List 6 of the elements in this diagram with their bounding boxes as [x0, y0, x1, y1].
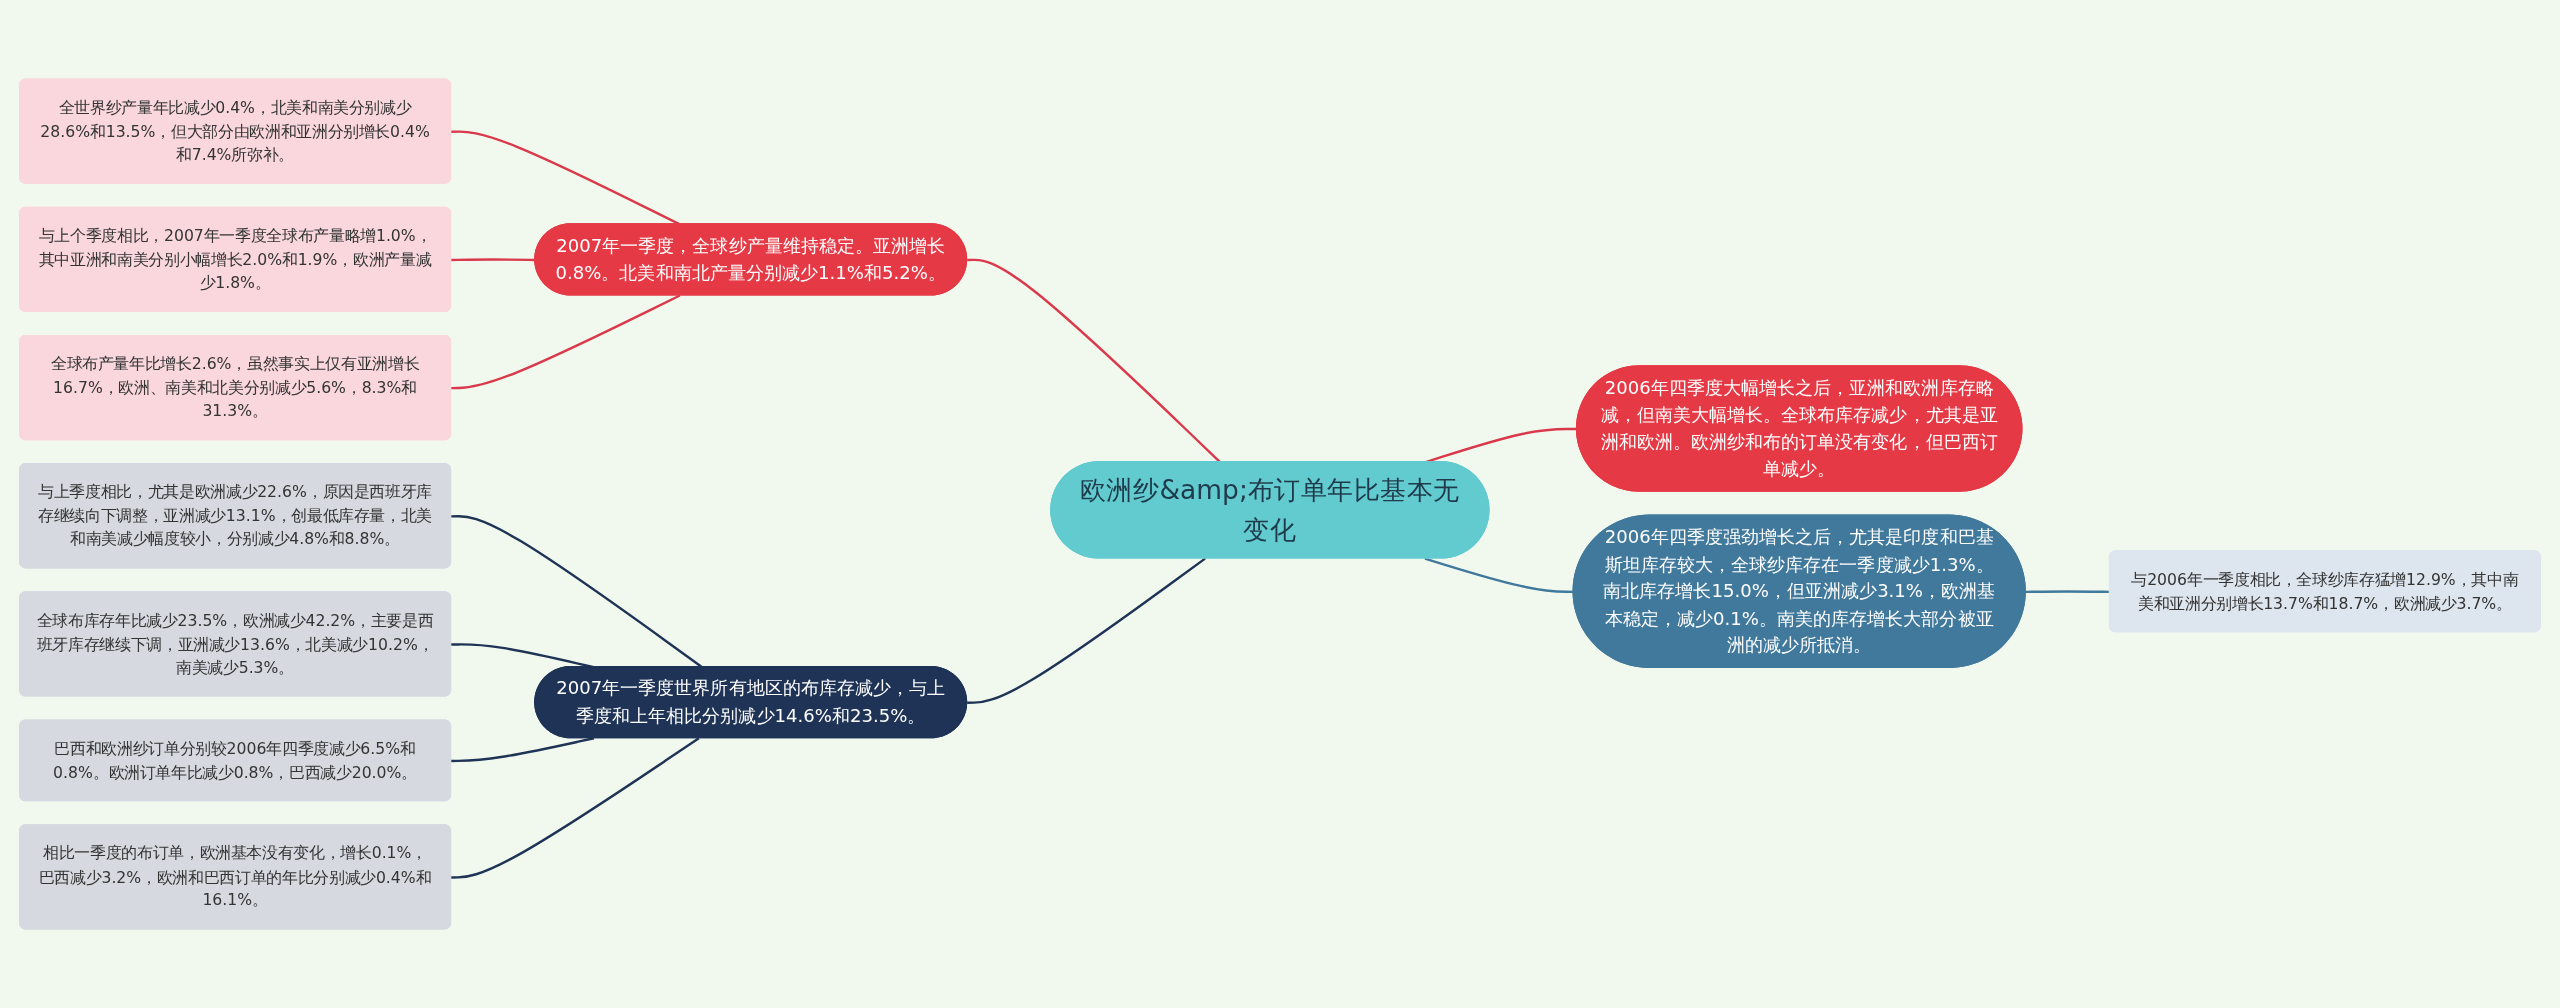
connector [451, 258, 536, 262]
connector [451, 737, 700, 879]
connector [1424, 557, 1574, 594]
connector [451, 737, 595, 763]
connector [451, 294, 681, 390]
connector [967, 557, 1206, 704]
